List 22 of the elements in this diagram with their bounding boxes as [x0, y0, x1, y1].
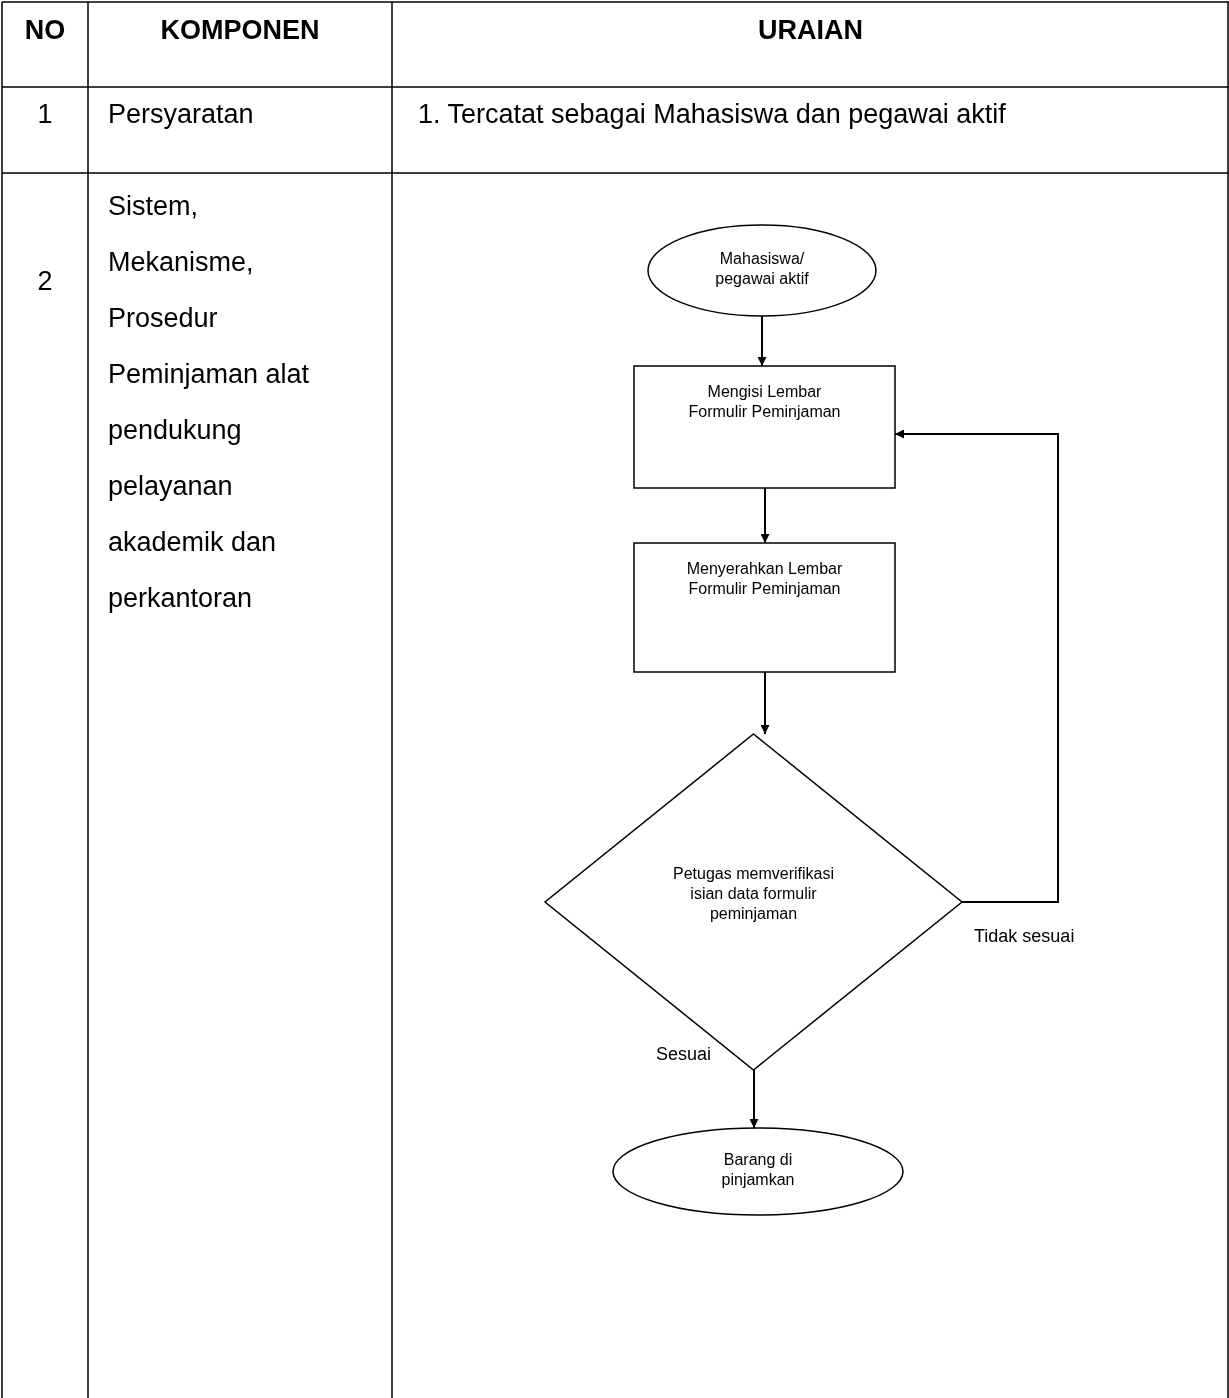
node-text: Mengisi Lembar Formulir Peminjaman [687, 382, 842, 422]
arrow [760, 671, 770, 735]
column-header: URAIAN [757, 14, 864, 46]
terminal-ellipse [613, 1128, 903, 1215]
node-text: Mahasiswa/ pegawai aktif [714, 249, 810, 289]
node-text: Petugas memverifikasi isian data formulir peminjaman [672, 864, 835, 924]
table-text: 1 [36, 98, 54, 130]
arrow [760, 487, 770, 544]
decision-diamond [545, 734, 962, 1070]
table-text: Sistem, Mekanisme, Prosedur Peminjaman alat pendukung pelayanan akademik dan perkantoran [108, 190, 311, 615]
table-text: 2 [36, 265, 54, 297]
table-text: 1. Tercatat sebagai Mahasiswa dan pegawai aktif [418, 98, 1007, 130]
node-text: Barang di pinjamkan [720, 1150, 796, 1190]
node-text: Menyerahkan Lembar Formulir Peminjaman [685, 559, 844, 599]
process-box [634, 366, 895, 488]
column-header: KOMPONEN [159, 14, 321, 46]
table-text: Persyaratan [108, 98, 255, 130]
process-box [634, 543, 895, 672]
terminal-ellipse [648, 225, 876, 316]
arrow [757, 315, 767, 367]
column-header: NO [23, 14, 67, 46]
arrow [749, 1069, 759, 1129]
